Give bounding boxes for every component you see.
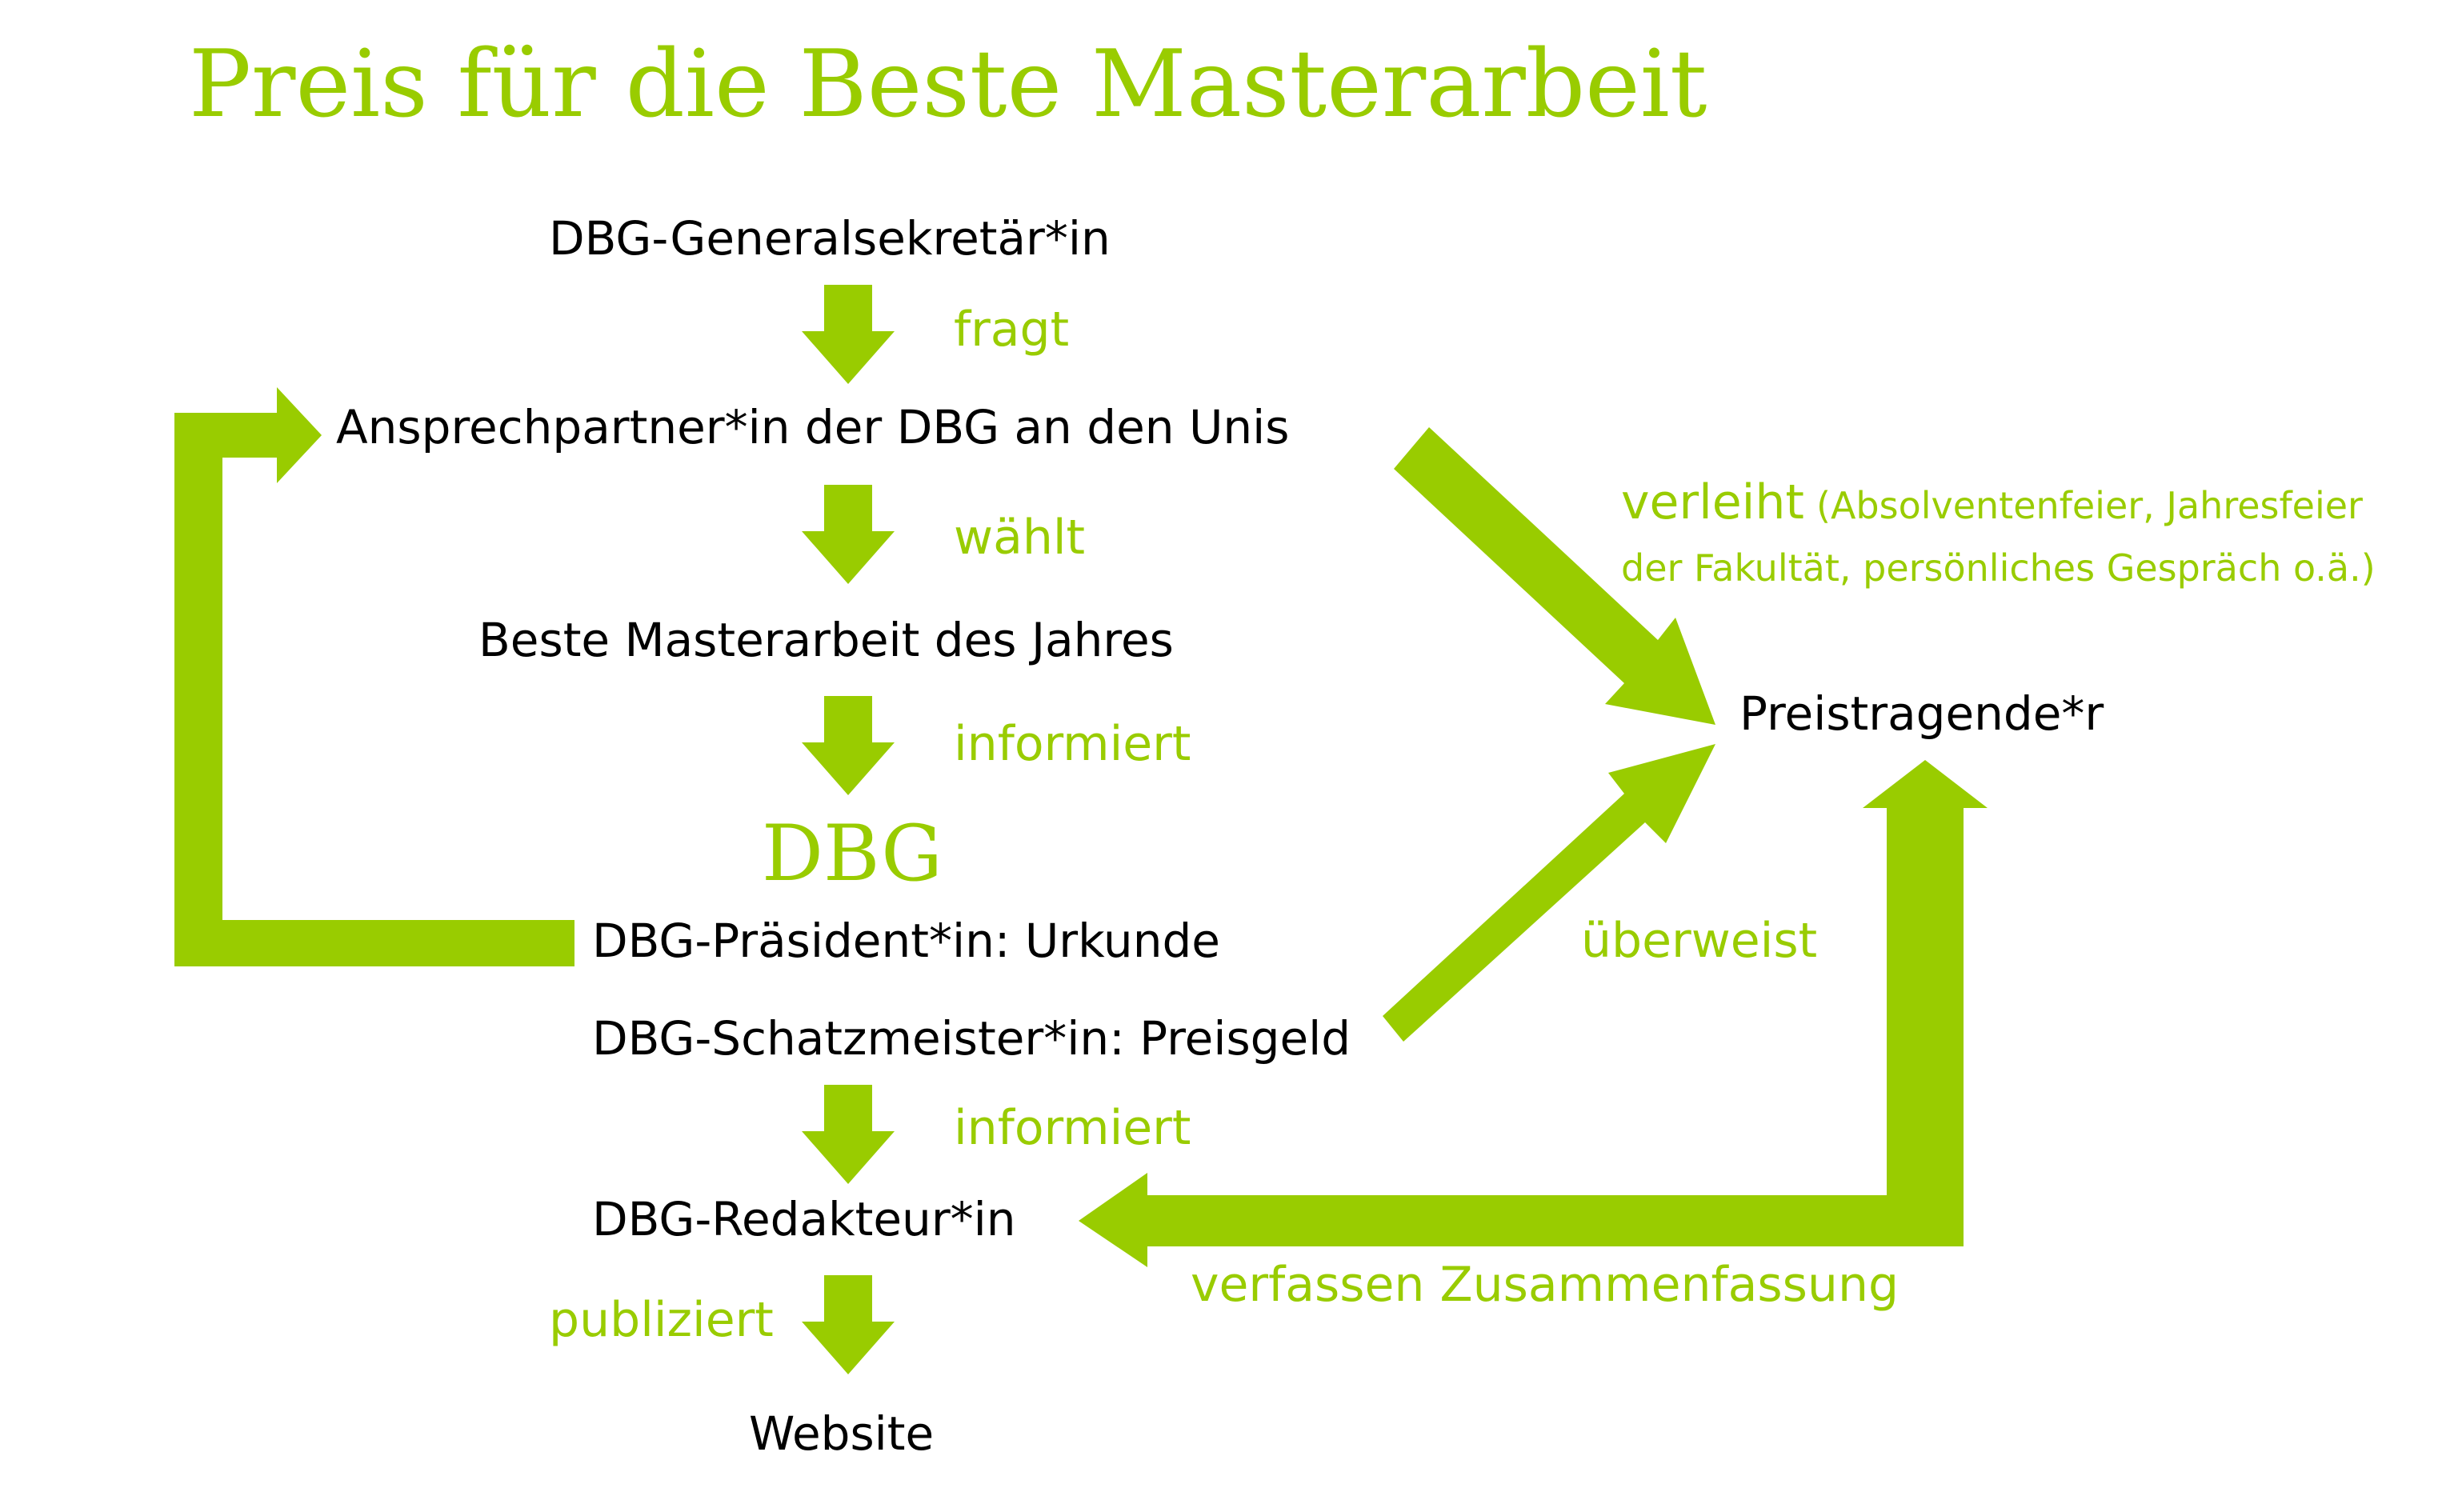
- node-ansprechpartner: Ansprechpartner*in der DBG an den Unis: [336, 400, 1290, 454]
- edge-label-waehlt: wählt: [954, 510, 1085, 566]
- page-title: Preis für die Beste Masterarbeit: [189, 30, 1707, 138]
- node-schatzmeister: DBG-Schatzmeister*in: Preisgeld: [592, 1011, 1351, 1066]
- node-redakteur: DBG-Redakteur*in: [592, 1192, 1016, 1246]
- down-arrow-informiert-1: [802, 696, 895, 795]
- edge-label-ueberweist: überweist: [1581, 913, 1817, 969]
- down-arrow-fragt: [802, 285, 895, 384]
- edge-label-fragt: fragt: [954, 302, 1069, 358]
- edge-label-publiziert: publiziert: [549, 1292, 774, 1348]
- edge-label-verfassen: verfassen Zusammenfassung: [1191, 1257, 1899, 1313]
- node-preistragende: Preistragende*r: [1739, 686, 2104, 741]
- node-praesident: DBG-Präsident*in: Urkunde: [592, 914, 1220, 968]
- diagonal-arrow-ueberweist: [1383, 744, 1715, 1042]
- diagonal-arrow-verleiht: [1394, 427, 1715, 725]
- edge-note-verleiht-line2: der Fakultät, persönliches Gespräch o.ä.…: [1621, 546, 2376, 590]
- node-generalsekretaer: DBG-Generalsekretär*in: [549, 211, 1111, 266]
- down-arrow-publiziert: [802, 1275, 895, 1374]
- edge-label-verleiht: verleiht: [1621, 474, 1804, 530]
- node-dbg: DBG: [762, 809, 943, 898]
- edge-label-informiert-2: informiert: [954, 1100, 1191, 1156]
- node-website: Website: [749, 1406, 934, 1461]
- loop-arrow-praesident-to-ansprechpartner: [174, 387, 574, 966]
- elbow-arrow-verfassen: [1079, 760, 1988, 1267]
- down-arrow-waehlt: [802, 485, 895, 584]
- edge-note-verleiht-line1: (Absolventenfeier, Jahresfeier: [1816, 484, 2363, 527]
- edge-label-informiert-1: informiert: [954, 716, 1191, 772]
- down-arrow-informiert-2: [802, 1085, 895, 1184]
- node-beste-masterarbeit: Beste Masterarbeit des Jahres: [478, 613, 1174, 667]
